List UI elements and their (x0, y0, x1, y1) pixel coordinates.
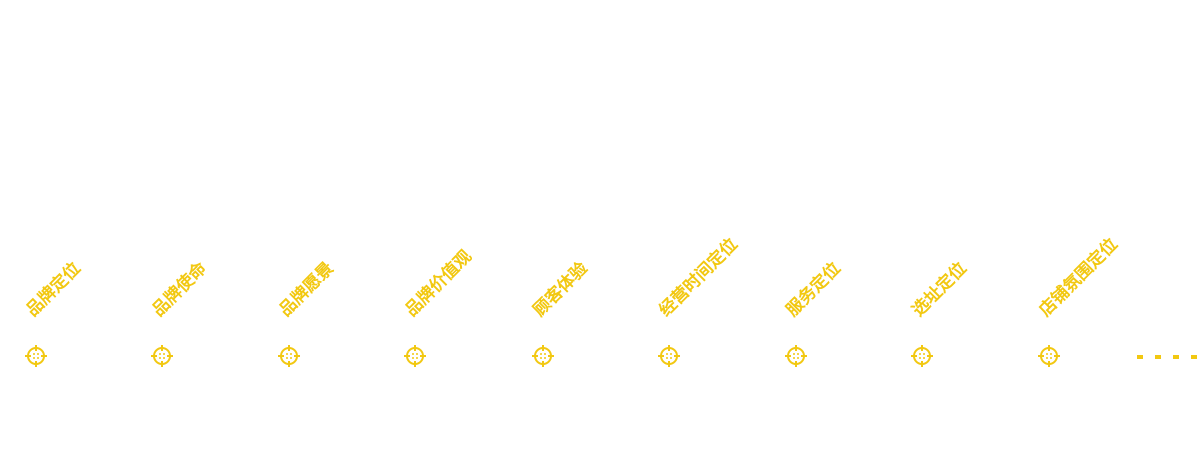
crosshair-icon (658, 345, 680, 367)
timeline-step: 品牌价值观 (402, 0, 476, 467)
timeline-step: 选址定位 (909, 0, 971, 467)
step-label-brand-values: 品牌价值观 (401, 246, 476, 321)
crosshair-icon (25, 345, 47, 367)
timeline-step: 品牌愿景 (276, 0, 338, 467)
crosshair-icon (911, 345, 933, 367)
step-label-business-hours: 经营时间定位 (655, 234, 742, 321)
crosshair-icon (532, 345, 554, 367)
step-label-brand-mission: 品牌使命 (148, 258, 211, 321)
crosshair-icon (278, 345, 300, 367)
step-label-customer-experience: 顾客体验 (529, 258, 592, 321)
step-label-brand-vision: 品牌愿景 (275, 258, 338, 321)
step-label-site-selection: 选址定位 (908, 258, 971, 321)
step-label-brand-positioning: 品牌定位 (22, 258, 85, 321)
timeline-step: 经营时间定位 (656, 0, 742, 467)
crosshair-icon (404, 345, 426, 367)
timeline-step: 品牌使命 (149, 0, 211, 467)
dotted-line-ellipsis (1137, 355, 1198, 359)
step-label-service-positioning: 服务定位 (782, 258, 845, 321)
timeline-step: 服务定位 (783, 0, 845, 467)
timeline-step: 顾客体验 (530, 0, 592, 467)
timeline-step: 品牌定位 (23, 0, 85, 467)
crosshair-icon (1038, 345, 1060, 367)
crosshair-icon (151, 345, 173, 367)
timeline-step: 店铺氛围定位 (1036, 0, 1122, 467)
crosshair-icon (785, 345, 807, 367)
step-label-store-atmosphere: 店铺氛围定位 (1035, 234, 1122, 321)
